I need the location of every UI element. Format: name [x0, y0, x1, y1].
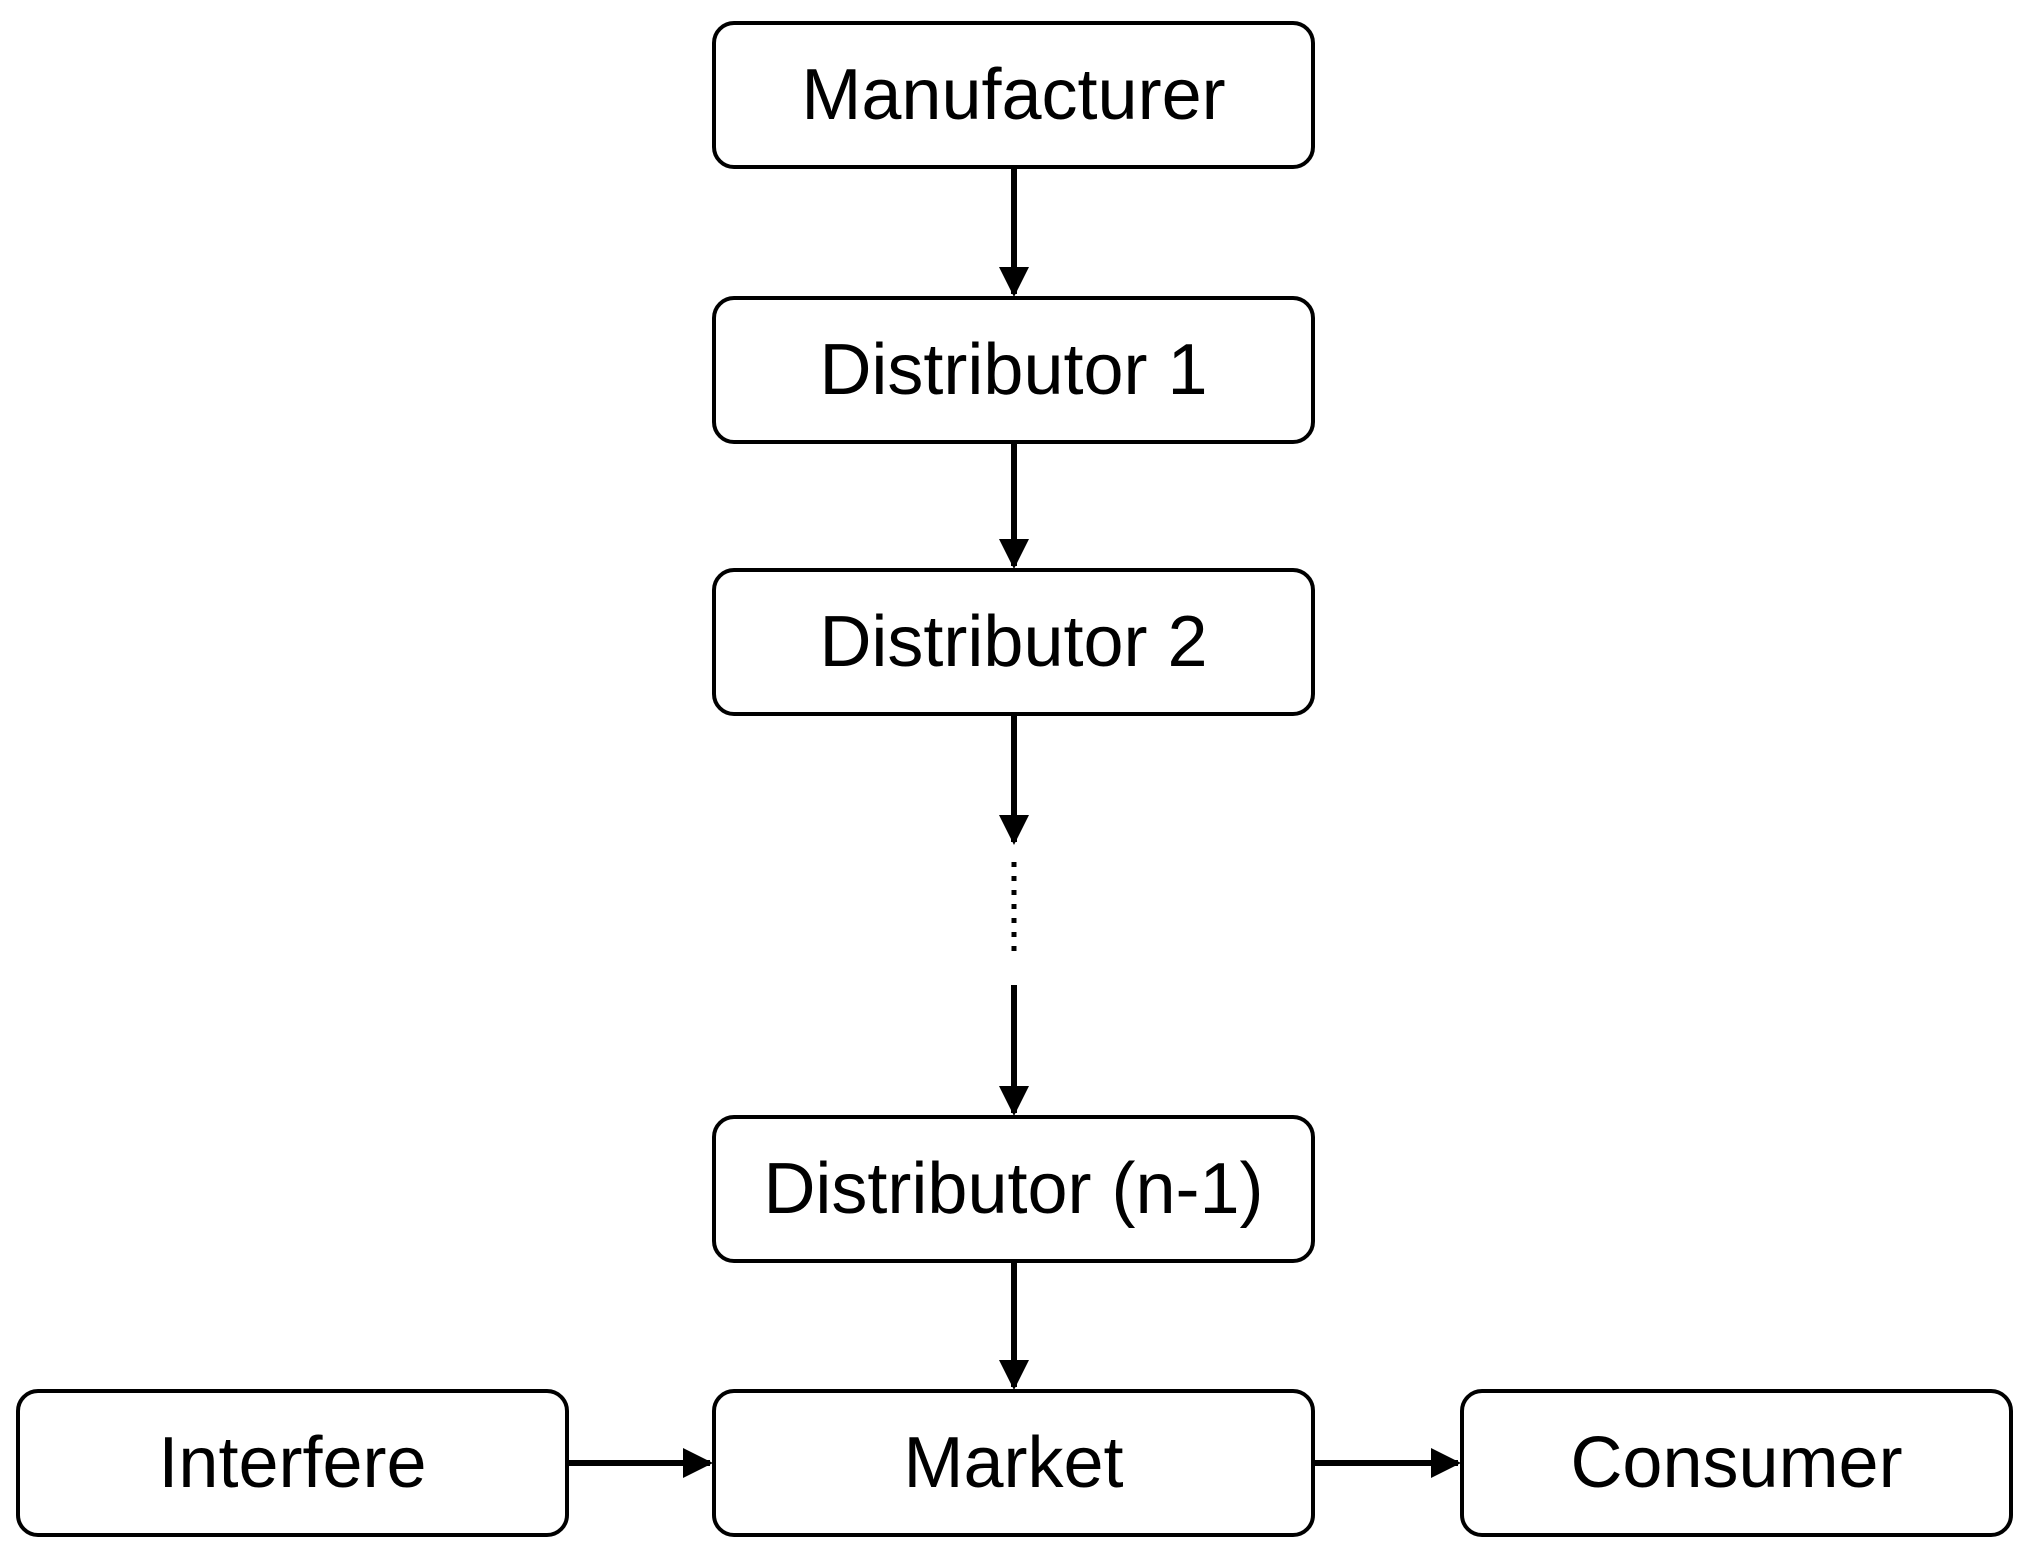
distributor-n-minus-1-node: Distributor (n-1)	[712, 1115, 1315, 1263]
distributor-2-label: Distributor 2	[819, 602, 1208, 682]
manufacturer-node: Manufacturer	[712, 21, 1315, 169]
consumer-label: Consumer	[1570, 1423, 1903, 1503]
distributor-1-node: Distributor 1	[712, 296, 1315, 444]
interfere-label: Interfere	[158, 1423, 427, 1503]
manufacturer-label: Manufacturer	[801, 55, 1226, 135]
consumer-node: Consumer	[1460, 1389, 2013, 1537]
distributor-n-minus-1-label: Distributor (n-1)	[763, 1149, 1264, 1229]
distributor-1-label: Distributor 1	[819, 330, 1208, 410]
distributor-2-node: Distributor 2	[712, 568, 1315, 716]
market-label: Market	[903, 1423, 1124, 1503]
interfere-node: Interfere	[16, 1389, 569, 1537]
market-node: Market	[712, 1389, 1315, 1537]
